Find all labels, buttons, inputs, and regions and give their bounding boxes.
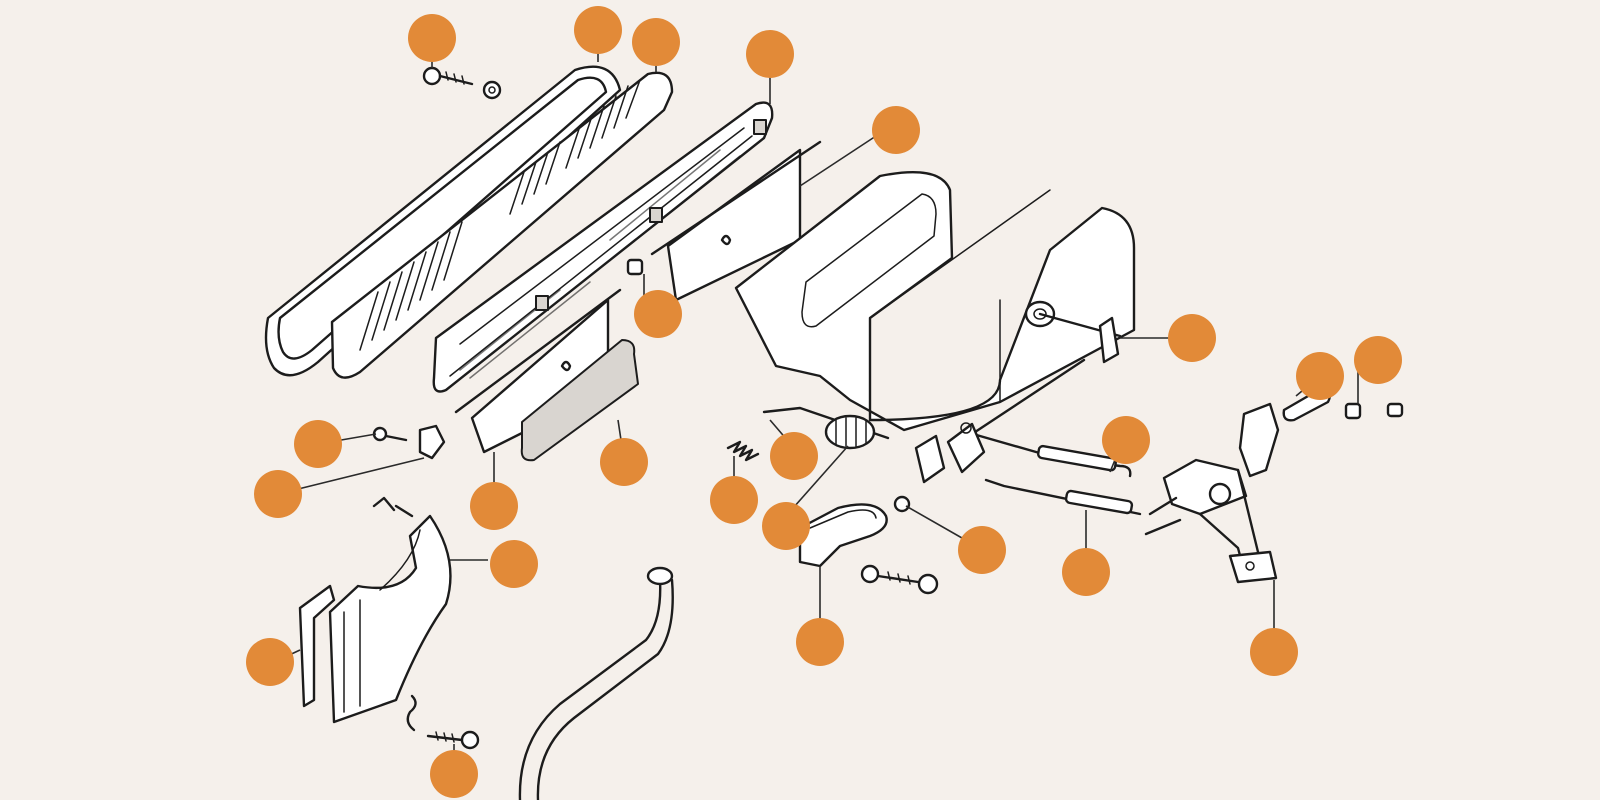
screw-bottom [406, 694, 480, 750]
callout-13 [600, 438, 648, 486]
callout-1 [408, 14, 456, 62]
callout-3 [632, 18, 680, 66]
screw-and-washer-top [422, 66, 502, 100]
callout-17 [1102, 416, 1150, 464]
callout-6 [634, 290, 682, 338]
callout-11 [254, 470, 302, 518]
callout-22 [490, 540, 538, 588]
callout-20 [796, 618, 844, 666]
lever-bracket [798, 495, 939, 595]
air-duct [298, 496, 452, 724]
callout-7 [1168, 314, 1216, 362]
callout-4 [746, 30, 794, 78]
callout-14 [770, 432, 818, 480]
link-plates [914, 422, 986, 484]
callout-16 [762, 502, 810, 550]
callout-19 [1062, 548, 1110, 596]
callout-8 [1354, 336, 1402, 384]
callout-15 [710, 476, 758, 524]
callout-2 [574, 6, 622, 54]
callout-18 [958, 526, 1006, 574]
drain-hose [518, 566, 674, 800]
callout-23 [246, 638, 294, 686]
cable-coupling [824, 414, 876, 450]
foam-pad [520, 339, 639, 462]
vent-grille [330, 71, 674, 379]
clip-small [626, 258, 644, 276]
screw-and-clip-left [372, 424, 446, 460]
control-lever-assembly [1144, 386, 1404, 584]
callout-10 [294, 420, 342, 468]
callout-5 [872, 106, 920, 154]
callout-9 [1296, 352, 1344, 400]
vent-gasket [264, 65, 622, 377]
callout-21 [1250, 628, 1298, 676]
vent-screen [432, 101, 774, 393]
spring [726, 440, 760, 462]
callout-12 [470, 482, 518, 530]
callout-markers [246, 6, 1402, 798]
callout-24 [430, 750, 478, 798]
